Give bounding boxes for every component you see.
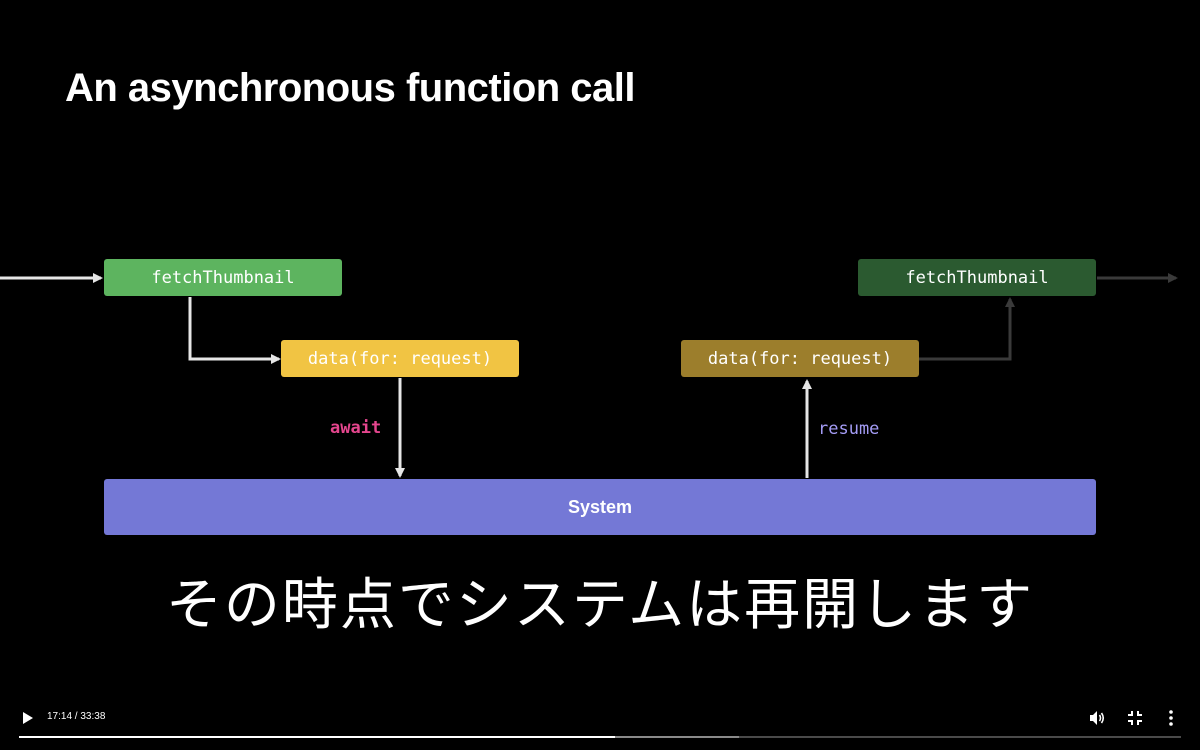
system-box: System: [104, 479, 1096, 535]
slide-title: An asynchronous function call: [65, 66, 636, 110]
more-icon[interactable]: [1161, 708, 1181, 728]
play-icon[interactable]: [20, 710, 36, 726]
diagram-arrows: [0, 273, 1178, 478]
exit-fullscreen-icon[interactable]: [1125, 708, 1145, 728]
volume-icon[interactable]: [1087, 708, 1107, 728]
video-controls: 17:14 / 33:38: [0, 700, 1200, 750]
data-request-label-right: data(for: request): [707, 348, 893, 369]
return-arrow: [919, 297, 1015, 361]
data-request-box-left: data(for: request): [281, 340, 519, 377]
system-label: System: [567, 496, 633, 517]
progress-played: [19, 736, 616, 738]
time-display: 17:14 / 33:38: [47, 711, 106, 722]
fetch-thumbnail-box-right: fetchThumbnail: [858, 259, 1096, 296]
fetch-thumbnail-label-left: fetchThumbnail: [151, 267, 295, 288]
fetch-thumbnail-box-left: fetchThumbnail: [104, 259, 342, 296]
await-label: await: [330, 418, 382, 438]
data-request-box-right: data(for: request): [681, 340, 919, 377]
progress-bar[interactable]: [19, 736, 1181, 738]
resume-label: resume: [818, 419, 880, 439]
call-arrow: [188, 297, 281, 364]
fetch-thumbnail-label-right: fetchThumbnail: [905, 267, 1049, 288]
data-request-label-left: data(for: request): [307, 348, 493, 369]
video-subtitle: その時点でシステムは再開します: [165, 573, 1035, 638]
